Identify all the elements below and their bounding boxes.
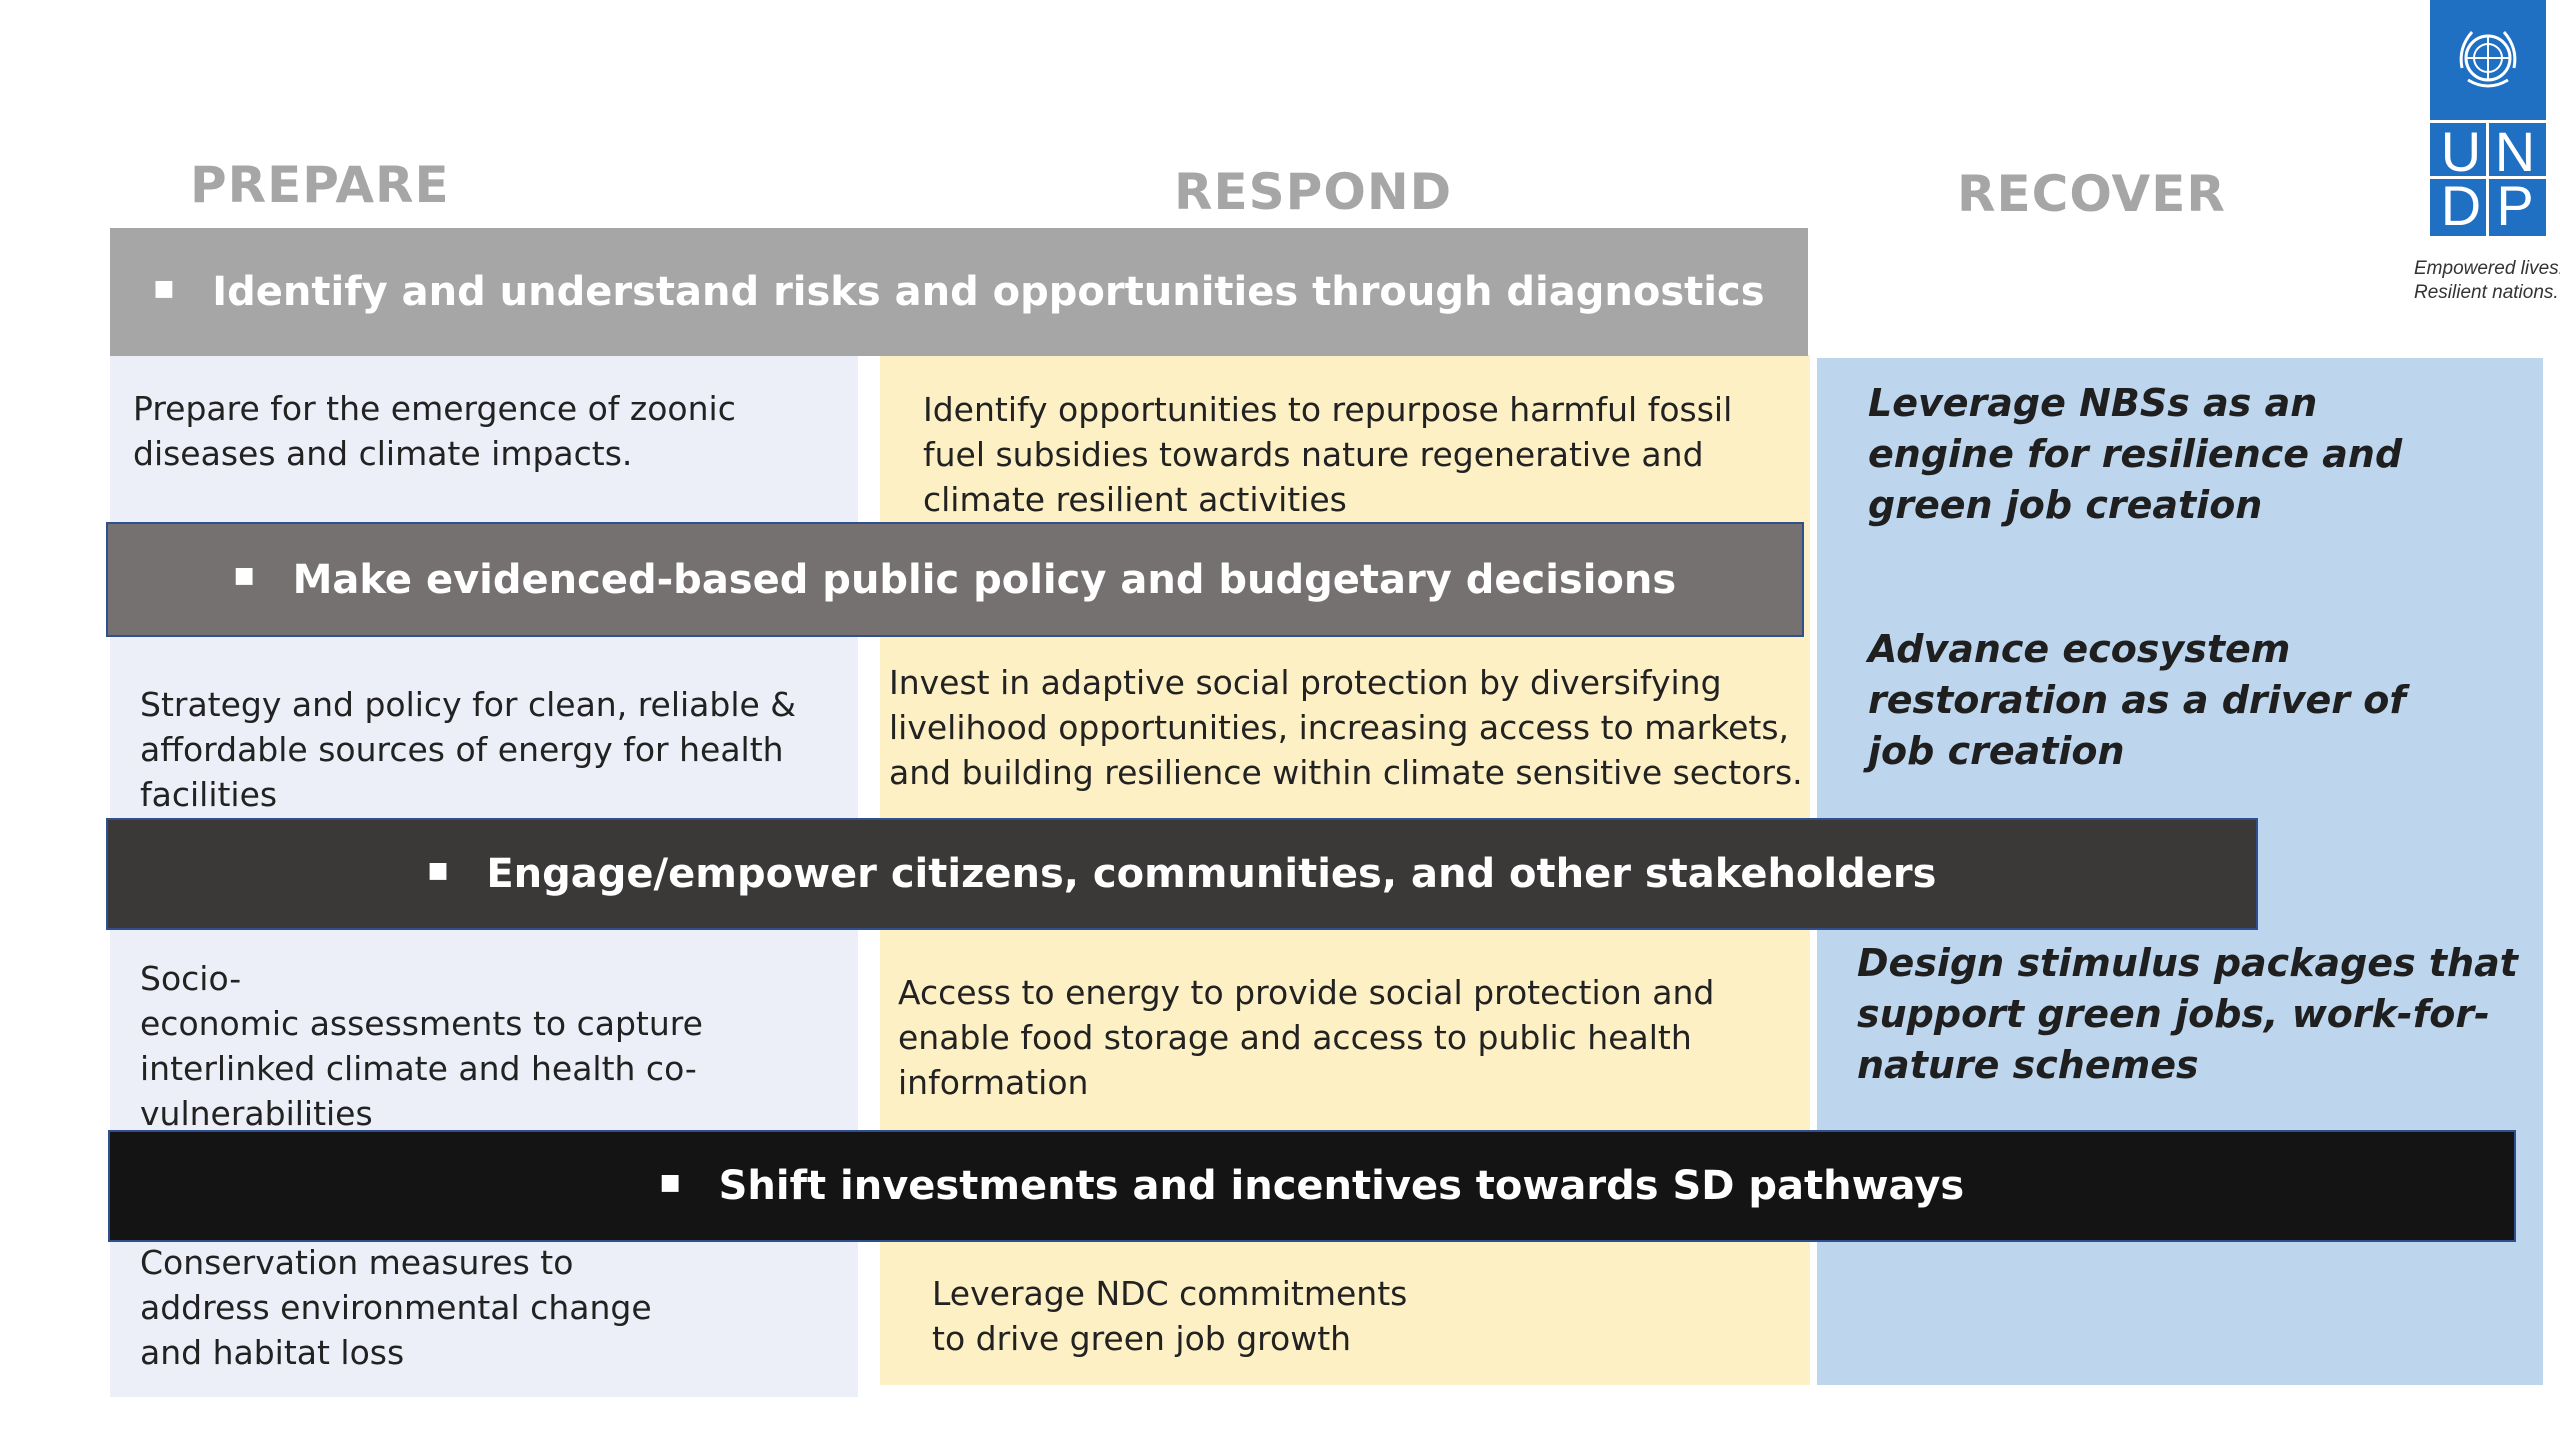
band-policy-decisions: ■ Make evidenced-based public policy and… (106, 522, 1804, 637)
recover-cell-2: Advance ecosystem restoration as a drive… (1868, 627, 2406, 773)
prepare-cell-2: Strategy and policy for clean, reliable … (140, 685, 797, 814)
prepare-cell-4: Conservation measures to address environ… (140, 1243, 652, 1372)
band-label: Shift investments and incentives towards… (718, 1163, 1965, 1209)
un-emblem-icon (2459, 31, 2517, 88)
respond-cell-1: Identify opportunities to repurpose harm… (923, 390, 1733, 519)
recover-cell-1: Leverage NBSs as an engine for resilienc… (1868, 381, 2403, 527)
logo-grid-line-top (2430, 120, 2546, 123)
logo-letter-d: D (2440, 174, 2482, 237)
phase-heading-respond: RESPOND (1174, 163, 1453, 221)
respond-cell-4: Leverage NDC commitments to drive green … (932, 1274, 1408, 1358)
undp-tagline-1: Empowered lives. (2414, 258, 2560, 279)
band-shift-investments: ■ Shift investments and incentives towar… (108, 1130, 2516, 1242)
band-label: Make evidenced-based public policy and b… (292, 556, 1677, 603)
undp-logo: U N D P (2430, 0, 2546, 236)
bullet-icon: ■ (659, 1169, 681, 1195)
bullet-icon: ■ (427, 857, 449, 883)
logo-grid-line-v (2486, 122, 2489, 236)
phase-heading-recover: RECOVER (1957, 165, 2226, 223)
logo-letter-n: N (2494, 120, 2536, 183)
band-diagnostics: ■ Identify and understand risks and oppo… (110, 228, 1808, 356)
undp-tagline-2: Resilient nations. (2414, 282, 2559, 303)
bullet-icon: ■ (233, 563, 255, 588)
band-label: Identify and understand risks and opport… (212, 269, 1765, 315)
phase-heading-prepare: PREPARE (190, 156, 450, 214)
logo-letter-u: U (2440, 120, 2482, 183)
recover-cell-3: Design stimulus packages that support gr… (1857, 941, 2518, 1087)
band-label: Engage/empower citizens, communities, an… (486, 851, 1937, 897)
band-engage-citizens: ■ Engage/empower citizens, communities, … (106, 818, 2258, 930)
prepare-cell-3: Socio- economic assessments to capture i… (140, 959, 703, 1133)
respond-cell-2: Invest in adaptive social protection by … (889, 663, 1803, 792)
bullet-icon: ■ (153, 275, 175, 301)
logo-letter-p: P (2496, 174, 2534, 237)
respond-cell-3: Access to energy to provide social prote… (898, 973, 1715, 1102)
prepare-cell-1: Prepare for the emergence of zoonic dise… (133, 389, 736, 473)
